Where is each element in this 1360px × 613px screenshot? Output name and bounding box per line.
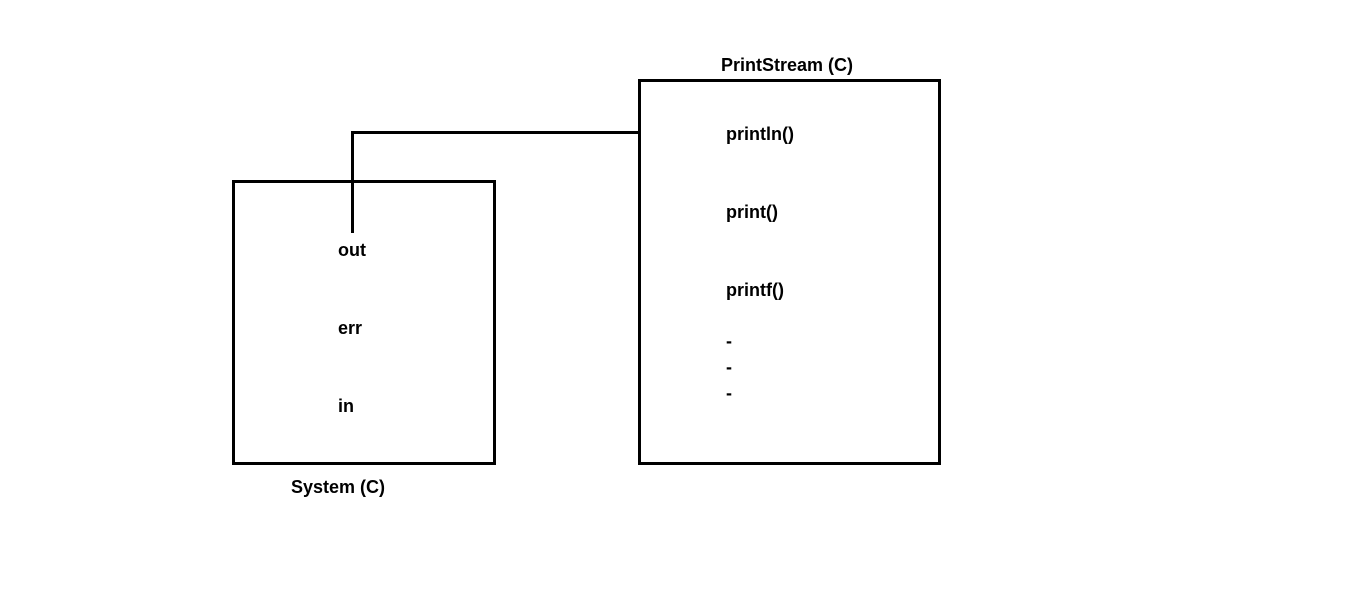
printstream-ellipsis-3: -	[726, 383, 732, 403]
connector-vertical	[351, 131, 354, 233]
printstream-method-println: println()	[726, 124, 794, 144]
system-class-title: System (C)	[291, 477, 386, 497]
system-field-in: in	[338, 396, 354, 416]
printstream-method-printf: printf()	[726, 280, 784, 300]
system-field-out: out	[338, 240, 366, 260]
printstream-method-print: print()	[726, 202, 778, 222]
printstream-ellipsis-1: -	[726, 331, 732, 351]
system-class-box	[232, 180, 496, 465]
connector-horizontal	[351, 131, 640, 134]
printstream-class-box	[638, 79, 941, 465]
printstream-ellipsis-2: -	[726, 357, 732, 377]
printstream-class-title: PrintStream (C)	[721, 55, 854, 75]
system-field-err: err	[338, 318, 363, 338]
